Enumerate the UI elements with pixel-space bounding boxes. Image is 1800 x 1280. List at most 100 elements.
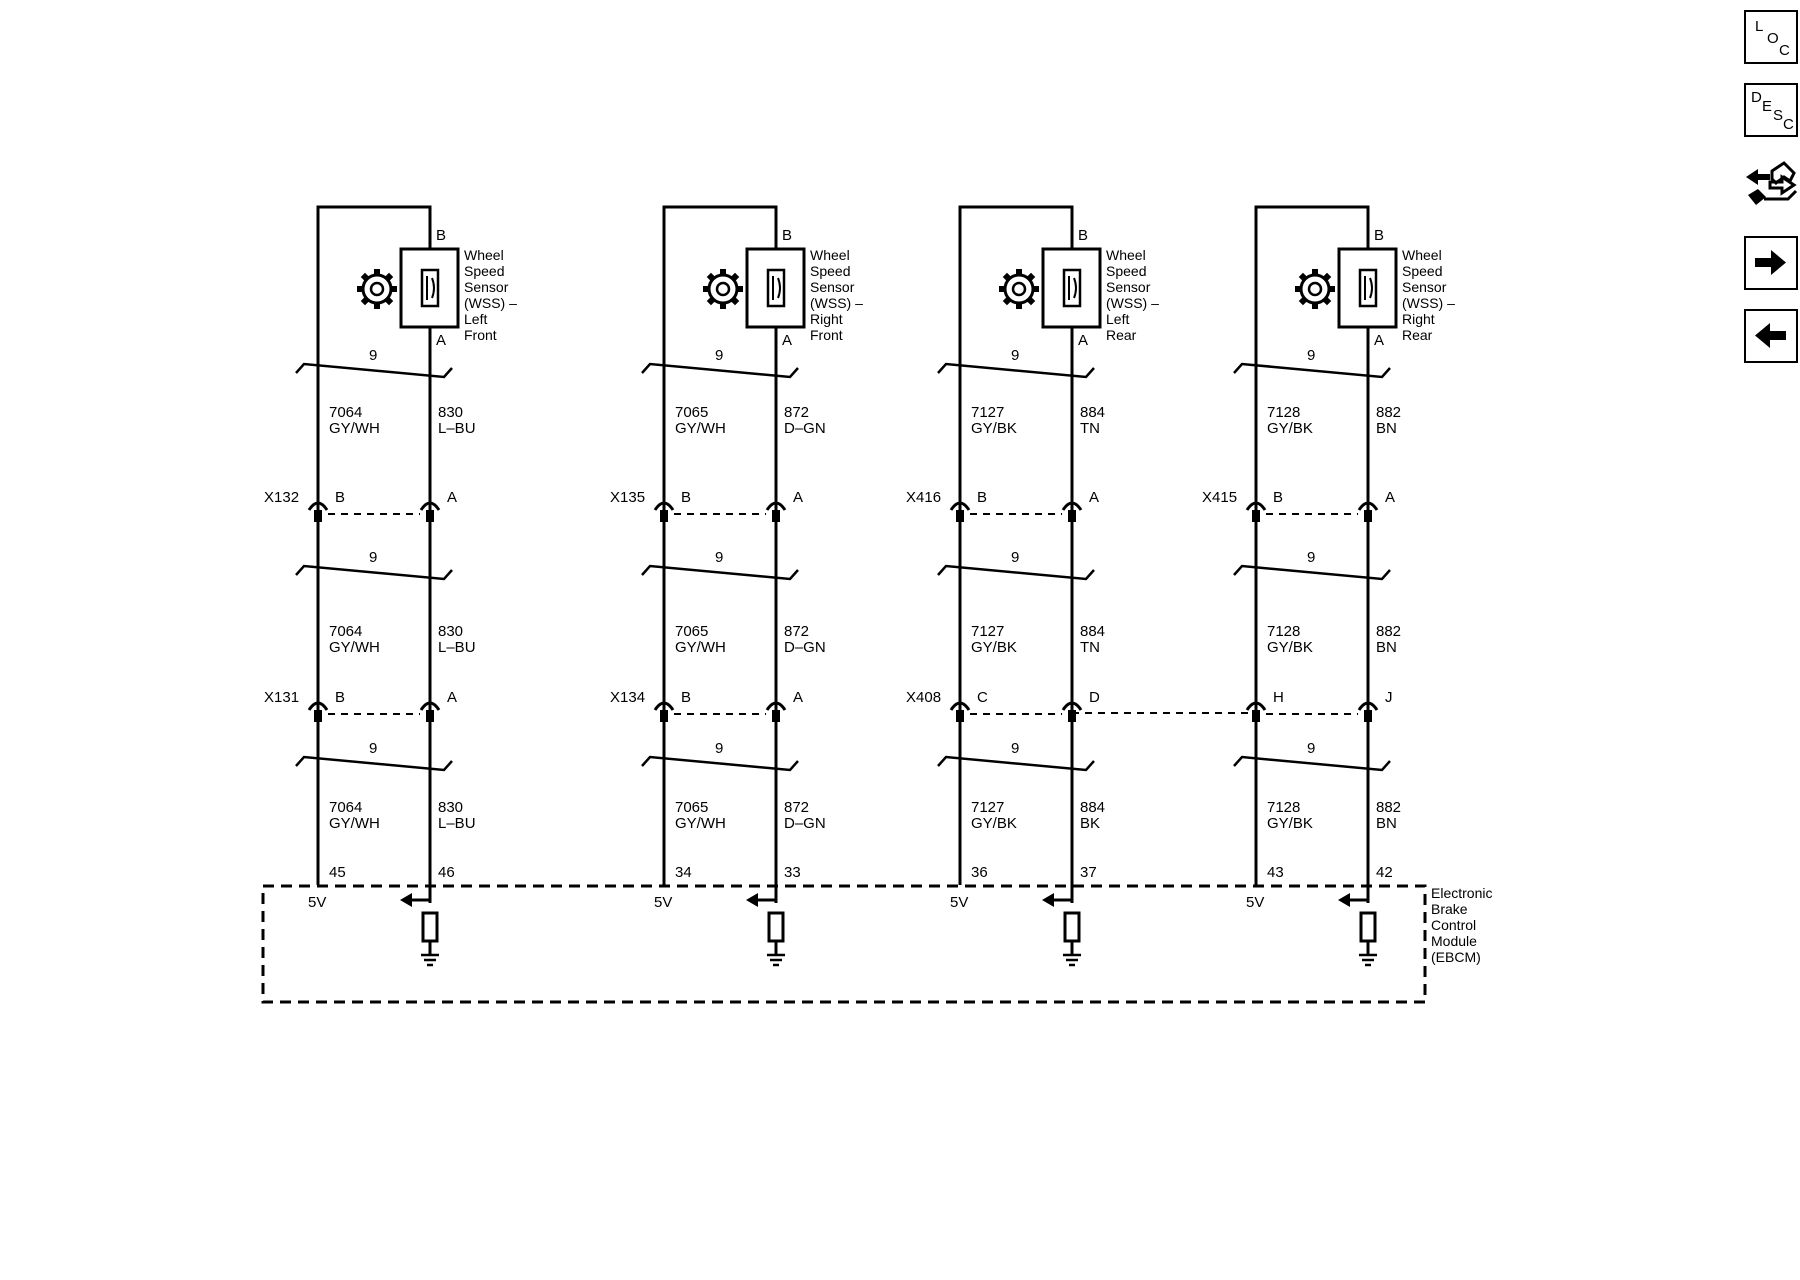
sensor-label-line: Right xyxy=(1402,311,1435,327)
wire-bundle-mark xyxy=(937,564,1095,581)
circuit-number: 7065 xyxy=(675,623,708,640)
wire-gauge: 9 xyxy=(715,347,723,364)
module-pin: 34 xyxy=(675,864,692,881)
supply-voltage: 5V xyxy=(1246,894,1264,911)
wire-gauge: 9 xyxy=(369,347,377,364)
circuit-number: 7127 xyxy=(971,404,1004,421)
connector-pin-label: A xyxy=(447,489,457,506)
module-pin: 45 xyxy=(329,864,346,881)
circuit-number: 7128 xyxy=(1267,799,1300,816)
circuit-number: 7065 xyxy=(675,799,708,816)
wire-color: GY/BK xyxy=(971,420,1017,437)
wire-gauge: 9 xyxy=(1011,740,1019,757)
sensor-label-line: Front xyxy=(464,327,497,343)
connector-pin xyxy=(307,501,329,522)
wire-gauge: 9 xyxy=(1011,347,1019,364)
wire-bundle-mark xyxy=(295,755,453,772)
connector-id: X134 xyxy=(610,689,645,706)
wire-gauge: 9 xyxy=(369,549,377,566)
wire-gauge: 9 xyxy=(1307,740,1315,757)
wire-color: GY/WH xyxy=(675,420,726,437)
sensor-pin-b: B xyxy=(436,227,446,244)
circuit-number: 7128 xyxy=(1267,623,1300,640)
wire-gauge: 9 xyxy=(715,740,723,757)
circuit-number: 7064 xyxy=(329,799,362,816)
sensor-label-line: Sensor xyxy=(1402,279,1447,295)
connector-pin xyxy=(1061,501,1083,522)
circuit-number: 872 xyxy=(784,404,809,421)
connector-pin-label: D xyxy=(1089,689,1100,706)
connector-pin xyxy=(419,501,441,522)
previous-button[interactable] xyxy=(1744,309,1798,363)
wire-color: L–BU xyxy=(438,420,476,437)
sensor-pin-a: A xyxy=(1078,332,1088,349)
circuit-number: 884 xyxy=(1080,404,1105,421)
loc-button[interactable]: L O C xyxy=(1744,10,1798,64)
module-pin: 37 xyxy=(1080,864,1097,881)
resistor xyxy=(767,911,785,943)
resistor xyxy=(1359,911,1377,943)
wire-bundle-mark xyxy=(641,755,799,772)
connector-icon xyxy=(1746,161,1798,205)
circuit-number: 830 xyxy=(438,404,463,421)
wire-color: BN xyxy=(1376,420,1397,437)
connector-pin xyxy=(1245,501,1267,522)
ebcm-input-circuit xyxy=(400,893,439,967)
sensor-label-line: Speed xyxy=(810,263,850,279)
wire-color: L–BU xyxy=(438,815,476,832)
circuit-number: 884 xyxy=(1080,623,1105,640)
connector-id: X131 xyxy=(264,689,299,706)
connector-pin-label: A xyxy=(1385,489,1395,506)
circuit-number: 7064 xyxy=(329,623,362,640)
sensor-label-line: Wheel xyxy=(810,247,850,263)
circuit-number: 830 xyxy=(438,799,463,816)
circuit-number: 830 xyxy=(438,623,463,640)
circuit-number: 7127 xyxy=(971,623,1004,640)
connector-pin-label: A xyxy=(793,489,803,506)
wire-bundle-mark xyxy=(1233,564,1391,581)
connector-pin-label: H xyxy=(1273,689,1284,706)
connector-pin xyxy=(949,501,971,522)
wire-color: GY/BK xyxy=(1267,815,1313,832)
desc-button[interactable]: D E S C xyxy=(1744,83,1798,137)
sensor-label-line: Wheel xyxy=(464,247,504,263)
wire-gauge: 9 xyxy=(1307,549,1315,566)
wire-color: L–BU xyxy=(438,639,476,656)
ebcm-label-line: Control xyxy=(1431,917,1476,933)
wire-gauge: 9 xyxy=(715,549,723,566)
circuit-number: 7128 xyxy=(1267,404,1300,421)
wire-bundle-mark xyxy=(937,755,1095,772)
wire-color: GY/WH xyxy=(329,639,380,656)
sensor-label-line: Speed xyxy=(1402,263,1442,279)
connector-pin-label: A xyxy=(447,689,457,706)
sensor-label-line: Rear xyxy=(1106,327,1137,343)
wire-bundle-mark xyxy=(1233,755,1391,772)
connector-pin-label: B xyxy=(335,489,345,506)
wire-gauge: 9 xyxy=(369,740,377,757)
connector-pin-label: B xyxy=(335,689,345,706)
wire-color: D–GN xyxy=(784,639,826,656)
sensor-label-line: Front xyxy=(810,327,843,343)
wire-bundle-mark xyxy=(937,362,1095,379)
circuit-number: 882 xyxy=(1376,404,1401,421)
arrow-left-icon xyxy=(1755,323,1786,348)
wire-color: TN xyxy=(1080,639,1100,656)
input-arrow-icon xyxy=(400,893,412,907)
sensor-label-line: (WSS) – xyxy=(810,295,863,311)
gear-icon xyxy=(1295,269,1335,309)
circuit-number: 882 xyxy=(1376,799,1401,816)
wire-color: GY/BK xyxy=(971,815,1017,832)
connector-view-button[interactable] xyxy=(1744,155,1798,209)
next-button[interactable] xyxy=(1744,236,1798,290)
signal-wire-left xyxy=(316,205,432,885)
